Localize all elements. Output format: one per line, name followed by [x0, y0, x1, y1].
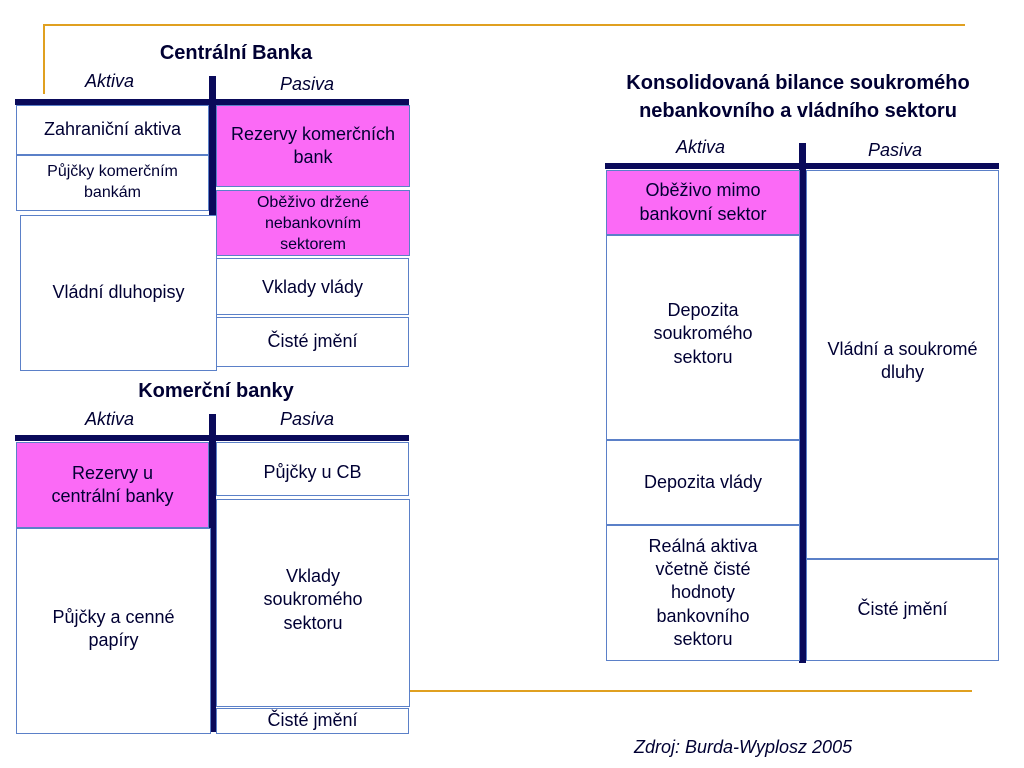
consolidated-title-line2: nebankovního a vládního sektoru: [639, 100, 957, 122]
con-asset-currency: Oběživo mimo bankovní sektor: [606, 170, 800, 235]
cb-asset-loans: Půjčky komerčním bankám: [16, 155, 209, 211]
consolidated-liabilities-label: Pasiva: [868, 140, 923, 160]
con-liab-net-worth-label: Čisté jmění: [857, 599, 948, 620]
con-asset-private-deposits-label: Depozita soukromého sektoru: [653, 300, 753, 367]
central-bank-liabilities-label: Pasiva: [280, 74, 335, 94]
commercial-banks-liabilities-label: Pasiva: [280, 409, 335, 429]
con-asset-currency-label: Oběživo mimo bankovní sektor: [639, 180, 767, 224]
cb-liab-currency-label: Oběživo držené nebankovním sektorem: [256, 194, 370, 253]
cob-asset-loans-label: Půjčky a cenné papíry: [52, 607, 175, 651]
cb-asset-foreign: Zahraniční aktiva: [16, 105, 209, 155]
con-liab-debts-label: Vládní a soukromé dluhy: [827, 339, 978, 383]
central-bank-title: Centrální Banka: [159, 42, 313, 64]
cb-liab-currency: Oběživo držené nebankovním sektorem: [216, 190, 410, 256]
cob-liab-cb-loans-label: Půjčky u CB: [263, 462, 362, 482]
commercial-banks-vbar: [209, 414, 216, 732]
consolidated-title-line1: Konsolidovaná bilance soukromého: [626, 72, 970, 94]
con-asset-real-assets-label: Reálná aktiva včetně čisté hodnoty banko…: [648, 535, 758, 650]
cb-asset-bonds: Vládní dluhopisy: [20, 215, 217, 371]
cb-liab-gov-deposits: Vklady vlády: [216, 258, 409, 315]
con-asset-gov-deposits: Depozita vlády: [606, 440, 800, 525]
consolidated-assets-label: Aktiva: [676, 137, 726, 157]
decor-line-bottom: [50, 690, 972, 692]
cob-asset-loans: Půjčky a cenné papíry: [16, 528, 211, 734]
commercial-banks-title: Komerční banky: [138, 380, 294, 402]
cb-liab-reserves-label: Rezervy komerčních bank: [230, 123, 396, 167]
cb-liab-net-worth: Čisté jmění: [216, 317, 409, 367]
commercial-banks-assets-label: Aktiva: [85, 409, 135, 429]
decor-line-top: [43, 24, 965, 26]
decor-line-left: [43, 24, 45, 94]
cob-liab-cb-loans: Půjčky u CB: [216, 442, 409, 496]
cob-liab-net-worth-label: Čisté jmění: [267, 710, 358, 731]
con-liab-net-worth: Čisté jmění: [806, 559, 999, 661]
consolidated-vbar: [799, 143, 806, 663]
cb-asset-bonds-label: Vládní dluhopisy: [52, 282, 185, 303]
cob-liab-private-deposits: Vklady soukromého sektoru: [216, 499, 410, 707]
cb-asset-loans-label: Půjčky komerčním bankám: [47, 163, 178, 201]
cob-liab-net-worth: Čisté jmění: [216, 708, 409, 734]
cb-liab-gov-deposits-label: Vklady vlády: [261, 277, 364, 297]
source-note: Zdroj: Burda-Wyplosz 2005: [634, 737, 853, 757]
cob-asset-reserves-label: Rezervy u centrální banky: [51, 462, 174, 506]
cb-liab-net-worth-label: Čisté jmění: [267, 331, 358, 352]
cb-asset-foreign-label: Zahraniční aktiva: [43, 119, 182, 140]
cob-liab-private-deposits-label: Vklady soukromého sektoru: [263, 566, 363, 633]
con-asset-real-assets: Reálná aktiva včetně čisté hodnoty banko…: [606, 525, 800, 661]
con-asset-gov-deposits-label: Depozita vlády: [643, 471, 763, 492]
con-liab-debts: Vládní a soukromé dluhy: [806, 170, 999, 559]
cb-liab-reserves: Rezervy komerčních bank: [216, 105, 410, 187]
central-bank-assets-label: Aktiva: [85, 71, 135, 91]
con-asset-private-deposits: Depozita soukromého sektoru: [606, 235, 800, 440]
cob-asset-reserves: Rezervy u centrální banky: [16, 442, 209, 528]
